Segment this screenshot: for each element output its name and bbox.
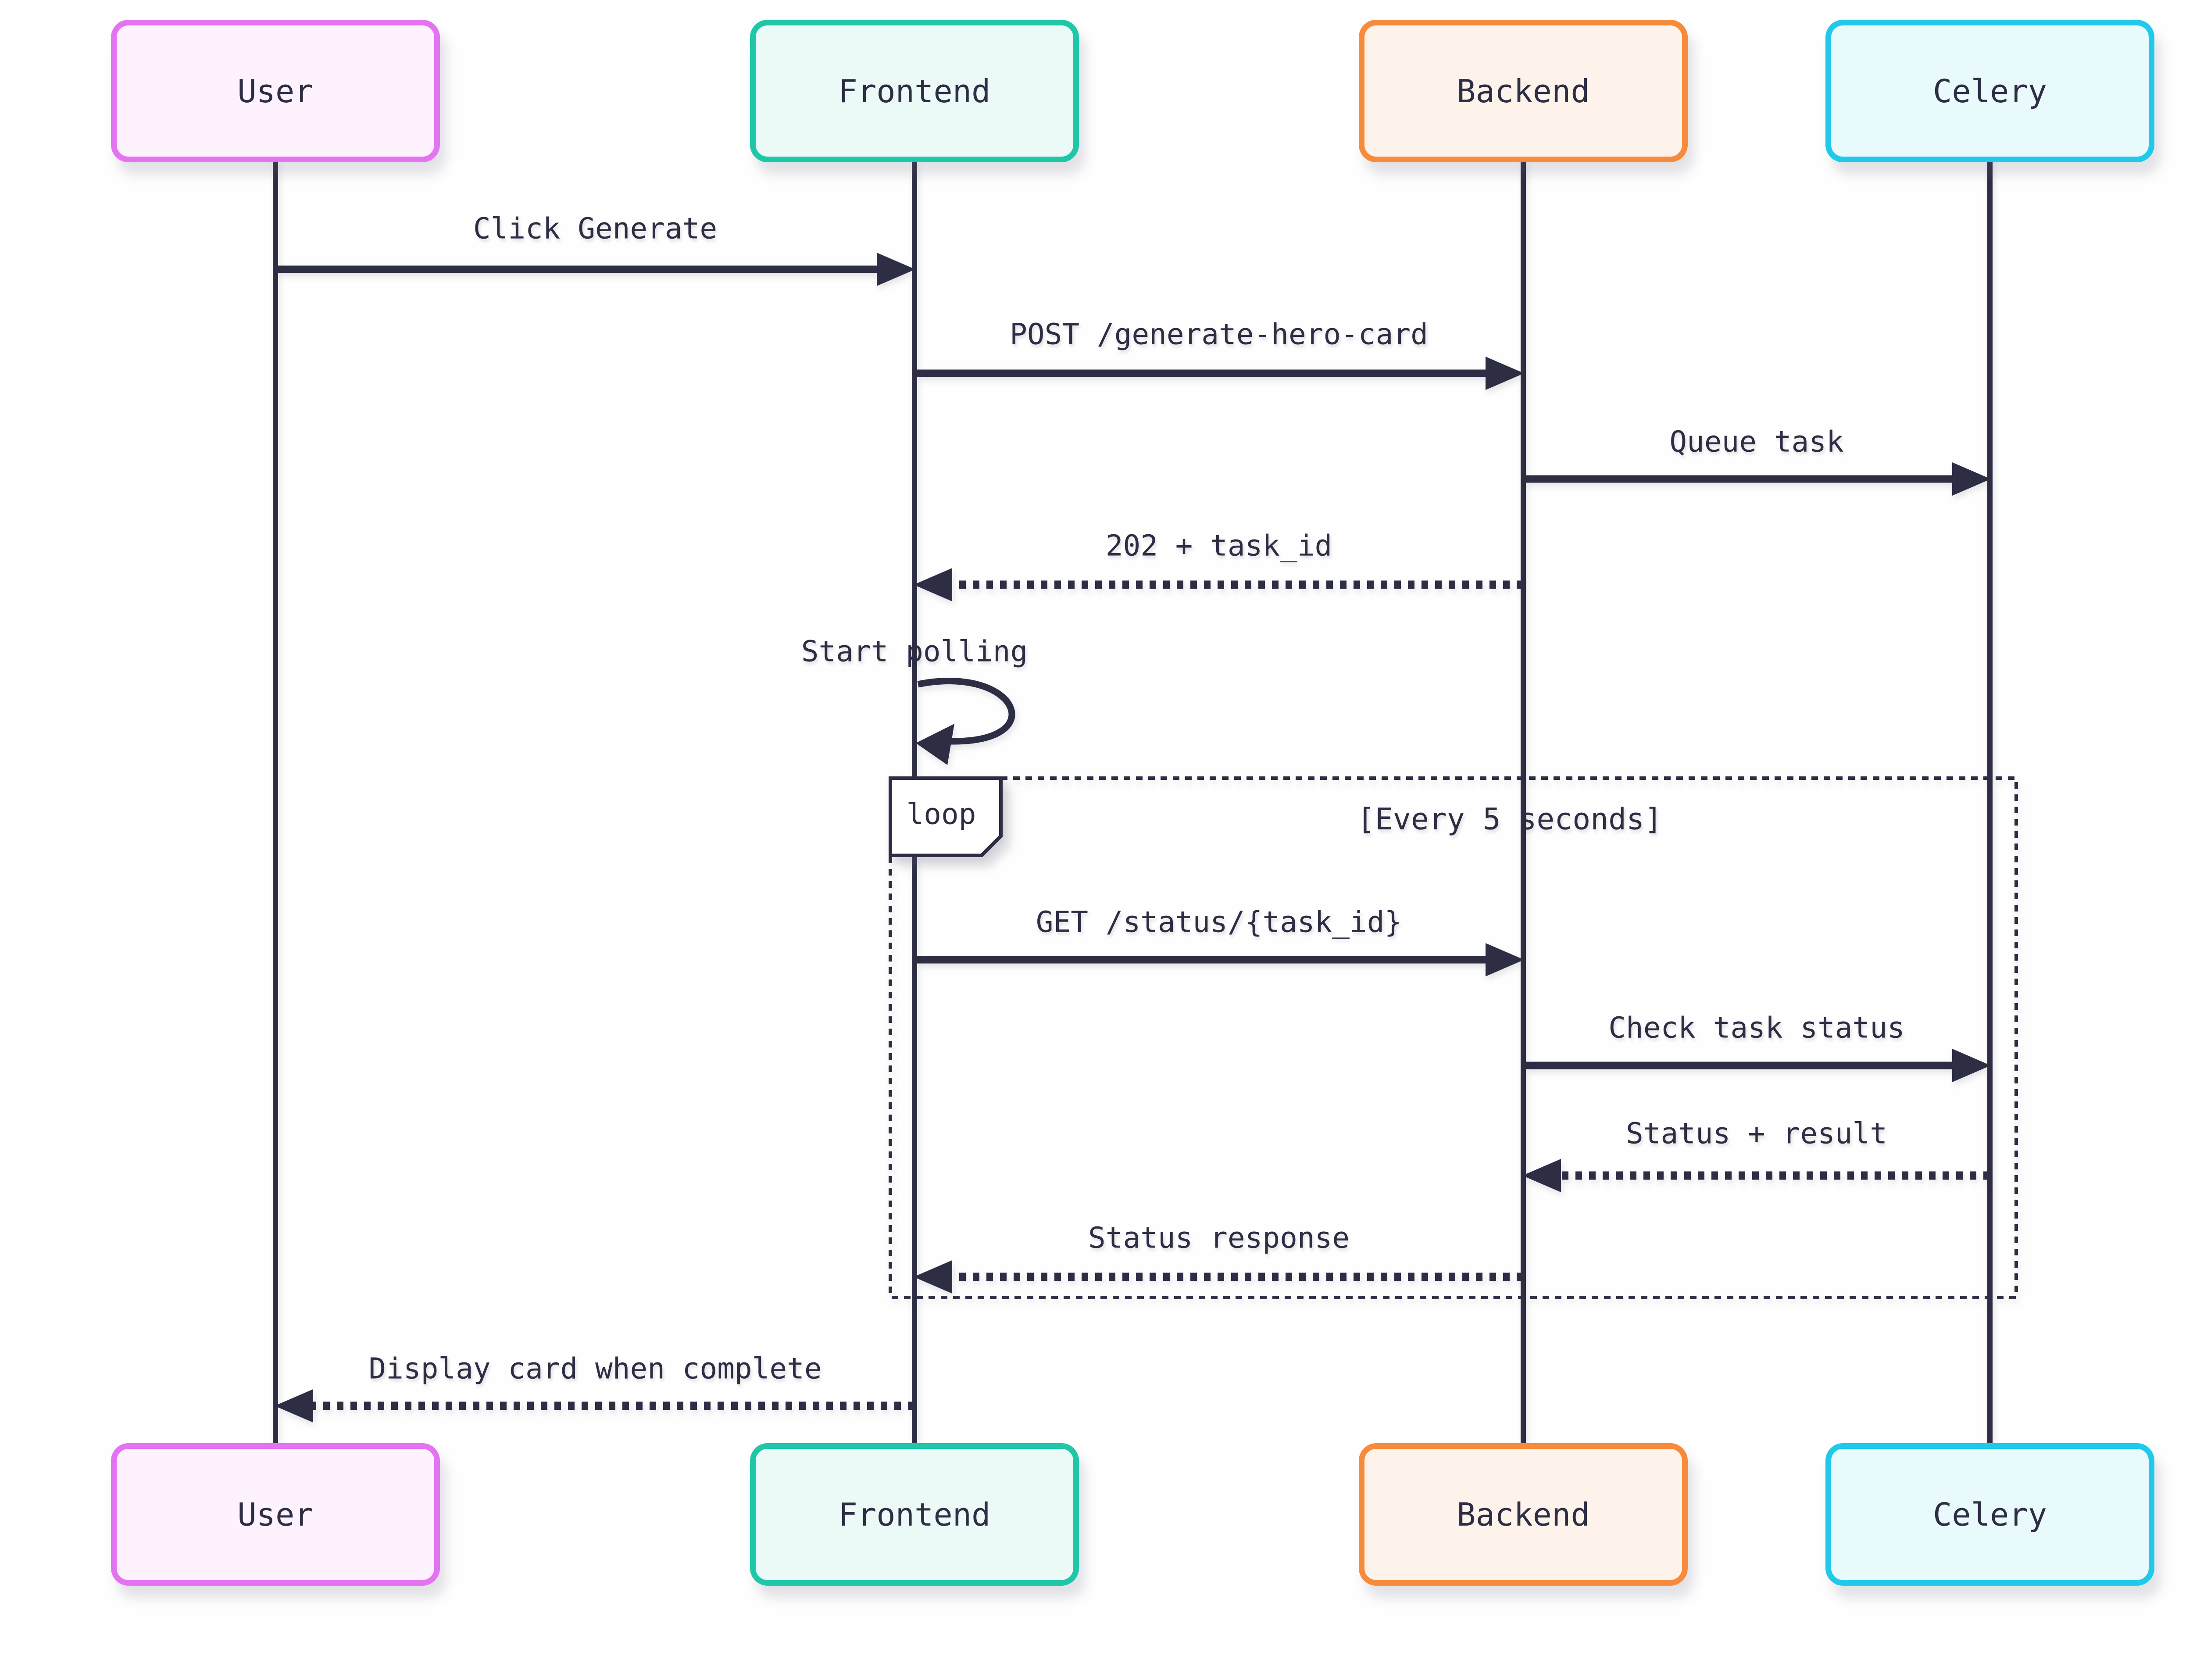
- actor-bottom-backend-label: Backend: [1457, 1496, 1590, 1533]
- message-post-generate-label: POST /generate-hero-card: [1010, 317, 1428, 351]
- actor-bottom-celery: Celery: [1825, 1443, 2154, 1586]
- arrowhead-get-status: [1486, 943, 1524, 976]
- message-check-task-status-label: Check task status: [1608, 1011, 1905, 1045]
- arrowhead-queue-task: [1952, 462, 1991, 496]
- actor-top-user: User: [111, 20, 440, 162]
- message-status-result-label: Status + result: [1625, 1116, 1888, 1151]
- actor-bottom-backend: Backend: [1359, 1443, 1688, 1586]
- arrowhead-status-result: [1522, 1159, 1561, 1192]
- message-start-polling-label: Start polling: [801, 634, 1028, 668]
- message-status-response-label: Status response: [1088, 1221, 1350, 1255]
- actor-top-user-label: User: [237, 72, 314, 110]
- actor-top-frontend-label: Frontend: [838, 72, 991, 110]
- actor-top-celery-label: Celery: [1932, 72, 2047, 110]
- solid-arrows: [275, 253, 1991, 1082]
- dotted-arrowheads: [275, 568, 1561, 1423]
- loop-label-box: [889, 776, 1003, 857]
- arrowhead-post-generate-hero-card: [1486, 357, 1524, 390]
- actor-top-backend-label: Backend: [1457, 72, 1590, 110]
- actor-bottom-user-label: User: [237, 1496, 314, 1533]
- loop-condition-label: [Every 5 seconds]: [1357, 802, 1662, 837]
- message-get-status-label: GET /status/{task_id}: [1036, 905, 1402, 939]
- loop-label: loop: [906, 797, 976, 831]
- actor-top-backend: Backend: [1359, 20, 1688, 162]
- message-queue-task-label: Queue task: [1669, 425, 1844, 459]
- arrowhead-202-task-id: [914, 568, 952, 601]
- arrowhead-status-response: [914, 1260, 952, 1294]
- message-202-task-id-label: 202 + task_id: [1105, 529, 1332, 563]
- actor-bottom-frontend: Frontend: [750, 1443, 1079, 1586]
- message-display-card-label: Display card when complete: [368, 1351, 822, 1386]
- actor-bottom-celery-label: Celery: [1932, 1496, 2047, 1533]
- dotted-arrows: [312, 580, 1990, 1410]
- actor-top-celery: Celery: [1825, 20, 2154, 162]
- actor-top-frontend: Frontend: [750, 20, 1079, 162]
- arrowhead-click-generate: [877, 253, 915, 286]
- message-click-generate-label: Click Generate: [473, 211, 718, 246]
- arrowhead-check-task-status: [1952, 1049, 1991, 1082]
- actor-bottom-user: User: [111, 1443, 440, 1586]
- arrowhead-start-polling: [916, 724, 954, 765]
- self-loop-start-polling: [917, 678, 1015, 745]
- arrowhead-display-card: [275, 1389, 313, 1423]
- actor-bottom-frontend-label: Frontend: [838, 1496, 991, 1533]
